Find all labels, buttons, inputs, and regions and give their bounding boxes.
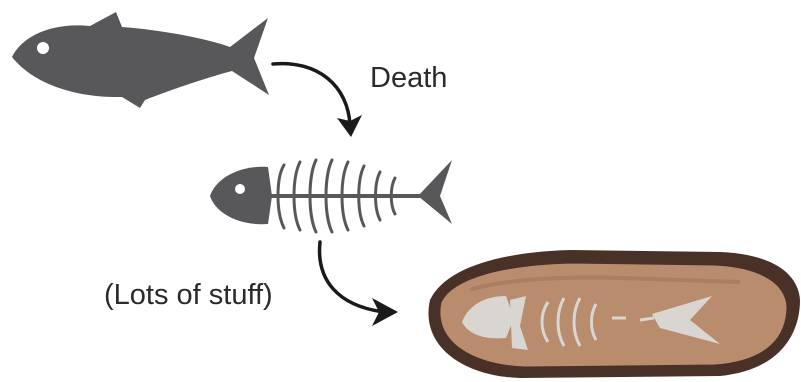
living-fish-body [12, 12, 269, 108]
step-label-death: Death [370, 62, 447, 94]
fish-skeleton-icon [210, 160, 452, 232]
fossil-rock-icon [428, 250, 800, 378]
skeleton-tail [418, 160, 452, 224]
skeleton-skull [210, 167, 272, 224]
step-label-lots-of-stuff: (Lots of stuff) [104, 279, 273, 311]
arrow-death [273, 64, 350, 125]
living-fish-icon [12, 12, 269, 108]
living-fish-eye [37, 42, 49, 54]
skeleton-eye [235, 184, 245, 194]
